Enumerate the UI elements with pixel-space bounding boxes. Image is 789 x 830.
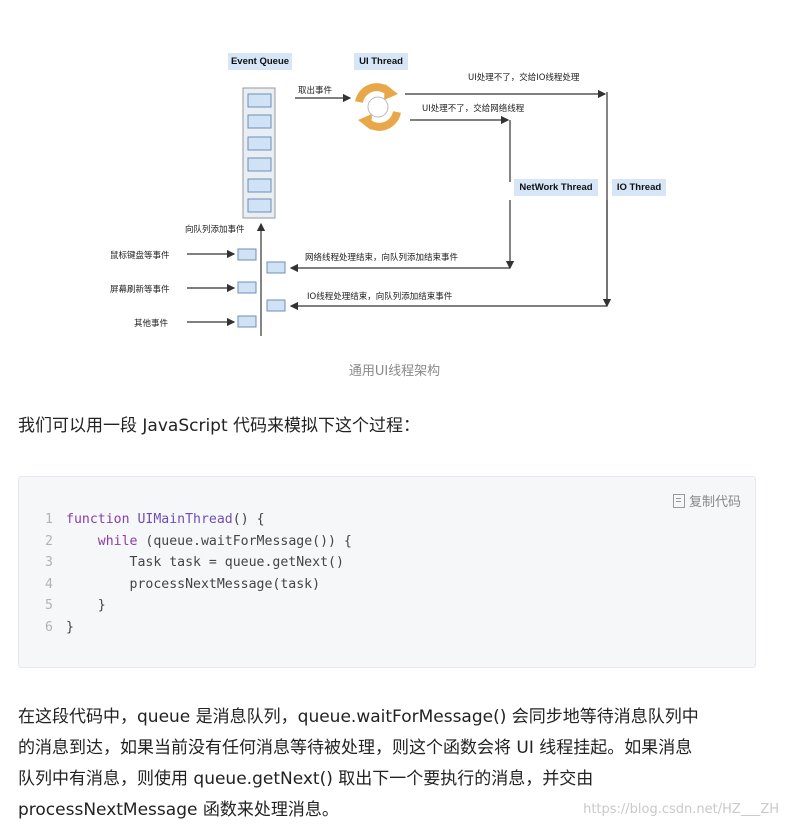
explanation-line-1: 在这段代码中，queue 是消息队列，queue.waitForMessage(…: [18, 707, 699, 727]
take-event-note: 取出事件: [298, 86, 333, 96]
intro-paragraph: 我们可以用一段 JavaScript 代码来模拟下这个过程：: [18, 416, 421, 436]
code-token: UIMainThread: [137, 512, 233, 527]
copy-icon: [672, 493, 685, 508]
line-number: 5: [45, 598, 53, 614]
mouse-keyboard-note: 鼠标键盘等事件: [110, 251, 170, 261]
code-token: (queue.waitForMessage()) {: [137, 533, 352, 549]
diagram-lines: [187, 83, 612, 336]
diagram-caption: 通用UI线程架构: [348, 364, 441, 379]
code-token: while: [66, 533, 138, 549]
ui-thread-label: UI Thread: [354, 53, 408, 70]
ui-thread-architecture-diagram: Event Queue UI Thread NetWork Thread IO …: [100, 44, 690, 350]
code-lines: 1 function UIMainThread() { 2 while (queue…: [19, 509, 352, 639]
line-number: 2: [45, 533, 53, 549]
copy-code-button[interactable]: 复制代码: [672, 491, 741, 510]
line-number: 1: [45, 512, 53, 527]
explanation-line-3: 队列中有消息，则使用 queue.getNext() 取出下一个要执行的消息，并…: [18, 769, 594, 789]
explanation-line-4: processNextMessage 函数来处理消息。: [18, 800, 339, 820]
code-line: 2 while (queue.waitForMessage()) {: [19, 531, 352, 553]
to-io-note: UI处理不了，交给IO线程处理: [468, 73, 580, 83]
network-thread-label: NetWork Thread: [514, 179, 598, 196]
refresh-cycle-icon: [355, 83, 401, 131]
code-token: Task task = queue.getNext(): [66, 555, 344, 571]
network-done-note: 网络线程处理结束，向队列添加结束事件: [305, 253, 459, 263]
explanation-line-2: 的消息到达，如果当前没有任何消息等待被处理，则这个函数会将 UI 线程挂起。如果…: [18, 738, 693, 758]
to-network-note: UI处理不了，交给网络线程: [422, 104, 525, 114]
code-line: 1 function UIMainThread() {: [19, 509, 352, 531]
code-line: 6}: [19, 617, 352, 639]
code-line: 4 processNextMessage(task): [19, 574, 352, 596]
io-thread-label: IO Thread: [612, 179, 666, 196]
event-queue-label: Event Queue: [228, 53, 292, 70]
line-number: 4: [45, 576, 53, 592]
code-token: processNextMessage(task): [66, 576, 321, 592]
copy-code-label: 复制代码: [688, 495, 741, 510]
other-events-note: 其他事件: [134, 319, 169, 329]
add-to-queue-note: 向队列添加事件: [185, 225, 245, 235]
line-number: 3: [45, 555, 53, 571]
code-line: 3 Task task = queue.getNext(): [19, 552, 352, 574]
io-done-note: IO线程处理结束，向队列添加结束事件: [307, 292, 453, 302]
code-line: 5 }: [19, 595, 352, 617]
code-token: }: [66, 619, 74, 635]
screen-refresh-note: 屏幕刷新等事件: [110, 285, 170, 295]
code-block: 复制代码 1 function UIMainThread() { 2 while (…: [18, 476, 756, 668]
watermark: https://blog.csdn.net/HZ___ZH: [583, 802, 779, 817]
event-queue-body: [242, 87, 276, 219]
code-token: () {: [232, 512, 265, 527]
code-token: function: [66, 512, 138, 527]
code-token: }: [66, 598, 106, 614]
line-number: 6: [45, 619, 53, 635]
